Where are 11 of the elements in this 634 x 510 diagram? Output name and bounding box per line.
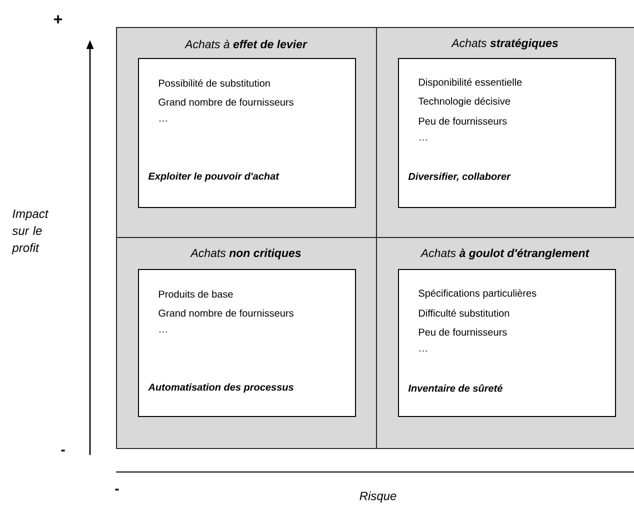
content-box: Possibilité de substitution Grand nombre de fournisseurs … Exploiter le pouvoir d'achat (138, 58, 356, 208)
node-label: Achats stratégiques (451, 38, 558, 50)
axis-label: Impact sur le profit (12, 210, 49, 254)
content-box: Disponibilité essentielle Technologie décisive Peu de fournisseurs … Diversifier, collaborer (398, 58, 616, 208)
axis-sign: - (115, 488, 119, 490)
axis-sign: - (61, 450, 65, 452)
axis-sign: + (54, 15, 62, 24)
content-box: Spécifications particulières Difficulté substitution Peu de fournisseurs … Inventaire de sûreté (398, 269, 616, 417)
content-box: Produits de base Grand nombre de fournisseurs … Automatisation des processus (138, 269, 356, 417)
node-label: Achats à goulot d'étranglement (420, 248, 590, 260)
axis-label: Risque (360, 491, 396, 503)
